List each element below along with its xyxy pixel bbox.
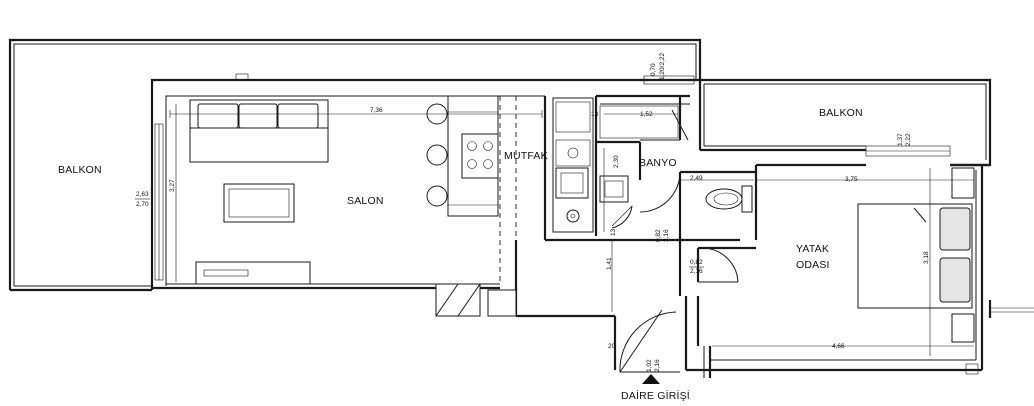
- dim-entry-door-1: 1,02: [646, 359, 653, 372]
- dim-window-left-2: 2,70: [136, 201, 149, 208]
- windows: [154, 75, 951, 281]
- dim-banyo-small-top: 13: [591, 111, 599, 118]
- bathroom-fixtures: [599, 105, 753, 229]
- salon-furniture: [189, 95, 517, 317]
- room-label-yatak: YATAK: [796, 243, 829, 255]
- entrance-label: DAİRE GİRİŞİ: [621, 389, 690, 402]
- dim-bedroom-depth: 3,18: [923, 251, 930, 264]
- dim-entry-door-2: 2,16: [654, 359, 661, 372]
- dim-salon-width: 7,36: [370, 107, 383, 114]
- room-label-balkon-left: BALKON: [58, 164, 102, 176]
- dim-top-window-1: 0,70: [650, 63, 657, 76]
- dim-banyo-side-small: 13: [610, 228, 617, 236]
- bedroom-furniture: [857, 167, 975, 343]
- dim-banyo-door-1: 0,82: [655, 229, 662, 242]
- dim-banyo-door-2: 2,16: [663, 229, 670, 242]
- room-label-salon: SALON: [347, 195, 384, 207]
- dim-balkon-window-1: 1,37: [897, 133, 904, 146]
- kitchen-fixtures: [552, 97, 594, 233]
- dim-entry-small: 20: [608, 343, 616, 350]
- dim-window-left-1: 2,63: [136, 191, 149, 198]
- room-label-banyo: BANYO: [639, 157, 677, 169]
- dim-bedroom-door-1: 0,82: [690, 259, 703, 266]
- room-label-mutfak: MUTFAK: [504, 150, 548, 162]
- dim-top-window-2: 1,20/2,22: [659, 53, 666, 80]
- room-label-odasi: ODASI: [796, 259, 830, 271]
- dim-banyo-depth: 2,30: [613, 155, 620, 168]
- dim-banyo-width: 2,49: [690, 175, 703, 182]
- room-label-balkon-right: BALKON: [819, 107, 863, 119]
- dim-bedroom-bottom: 4,66: [832, 343, 845, 350]
- doors: [619, 171, 739, 373]
- left-balcony: [8, 38, 702, 292]
- dim-balkon-window-2: 2,22: [905, 133, 912, 146]
- dim-banyo-top-width: 1,52: [640, 111, 653, 118]
- dim-hall-depth: 1,41: [606, 257, 613, 270]
- dim-bedroom-door-2: 2,16: [690, 268, 703, 275]
- dim-bedroom-width: 3,75: [845, 176, 858, 183]
- dim-salon-depth: 3,27: [169, 179, 176, 192]
- dimension-lines: [169, 104, 974, 356]
- entrance-arrow: [642, 374, 660, 384]
